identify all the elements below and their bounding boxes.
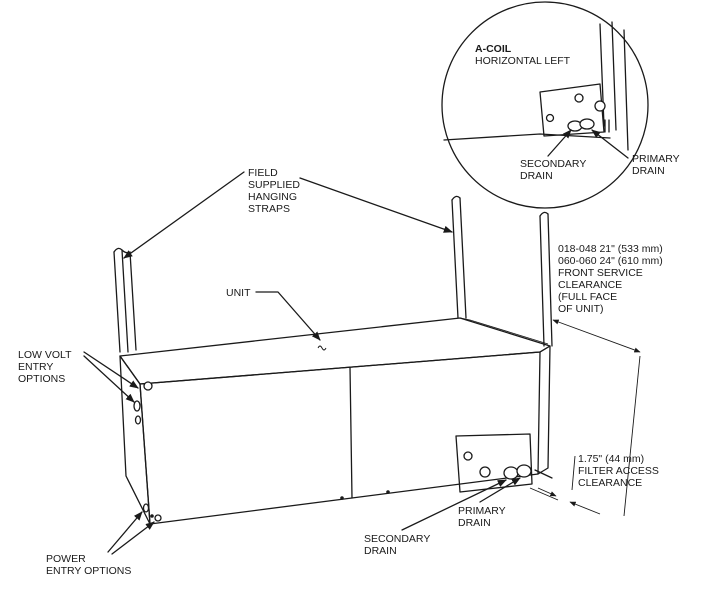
primary-drain-port [516, 464, 532, 478]
low-volt-label-2: ENTRY [18, 361, 53, 373]
middle-strap [451, 197, 467, 319]
hanging-straps [113, 195, 553, 353]
inset-primary-drain-port [579, 118, 595, 130]
a-coil-detail-inset: A-COIL HORIZONTAL LEFT SECONDARY DRAIN P… [441, 1, 680, 209]
straps-label-3: HANGING [248, 191, 297, 203]
screw-3 [150, 514, 154, 518]
inset-fitting-1 [574, 93, 584, 103]
unit-squiggle [317, 345, 327, 351]
filter-clearance-label-1: 1.75" (44 mm) [578, 453, 644, 465]
filter-dim-arrow-2 [569, 501, 601, 515]
front-clearance-label-2: 060-060 24" (610 mm) [558, 255, 663, 267]
filter-dim-arrow-1 [537, 487, 557, 497]
unit-right-end [537, 345, 551, 475]
filter-clearance-label-3: CLEARANCE [578, 477, 642, 489]
front-clearance-label-5: (FULL FACE [558, 291, 617, 303]
low-volt-entry-2 [134, 415, 142, 425]
unit-arrow [255, 291, 321, 341]
coil-fitting-1 [463, 451, 473, 461]
coil-fitting-2 [479, 466, 491, 478]
primary-drain-label-1: PRIMARY [458, 505, 506, 517]
low-volt-arrow-1 [83, 351, 139, 389]
low-volt-label-1: LOW VOLT [18, 349, 72, 361]
front-clearance-extension [623, 355, 641, 517]
inset-cabinet-edge [443, 133, 611, 141]
inset-coil-panel [539, 83, 605, 137]
inset-title: A-COIL [475, 43, 512, 55]
secondary-drain-label-2: DRAIN [364, 545, 397, 557]
filter-dim-left [529, 487, 559, 501]
unit-left-end [119, 355, 151, 525]
unit-base-rail [534, 469, 553, 479]
labels: FIELD SUPPLIED HANGING STRAPS UNIT LOW V… [18, 167, 663, 577]
power-arrow-2 [111, 521, 155, 555]
front-clearance-dimension [552, 319, 641, 353]
callouts [83, 171, 641, 555]
straps-label-2: SUPPLIED [248, 179, 300, 191]
power-arrow-1 [107, 511, 143, 553]
front-clearance-label-3: FRONT SERVICE [558, 267, 643, 279]
screw-2 [386, 490, 390, 494]
power-entry-1 [142, 503, 150, 513]
inset-circle [441, 1, 649, 209]
front-clearance-label-6: OF UNIT) [558, 303, 604, 315]
screw-1 [340, 496, 344, 500]
inset-secondary-drain-arrow [547, 129, 572, 157]
inset-primary-drain-arrow [591, 129, 629, 159]
low-volt-arrow-2 [83, 355, 135, 403]
straps-label-1: FIELD [248, 167, 278, 179]
inset-subtitle: HORIZONTAL LEFT [475, 55, 571, 67]
low-volt-knockout [143, 381, 153, 391]
filter-clearance-label-2: FILTER ACCESS [578, 465, 659, 477]
strap-arrow-right [299, 177, 453, 233]
air-handler-unit [119, 317, 553, 525]
primary-drain-label-2: DRAIN [458, 517, 491, 529]
inset-fitting-3 [545, 113, 555, 123]
inset-bracket [604, 119, 610, 133]
front-panel-split [349, 366, 353, 499]
straps-label-4: STRAPS [248, 203, 290, 215]
unit-top-rim [459, 317, 549, 345]
right-strap-top [539, 211, 549, 217]
filter-dim-leader [571, 455, 576, 491]
inset-secondary-drain-label-2: DRAIN [520, 170, 553, 182]
front-clearance-label-1: 018-048 21" (533 mm) [558, 243, 663, 255]
inset-fitting-2 [594, 100, 606, 112]
coil-panel [455, 433, 533, 493]
unit-front-face [139, 351, 541, 525]
secondary-drain-arrow [401, 479, 507, 531]
inset-primary-drain-label-1: PRIMARY [632, 153, 680, 165]
left-strap [113, 249, 137, 353]
low-volt-label-3: OPTIONS [18, 373, 65, 385]
unit-top-face [119, 317, 551, 385]
power-label-1: POWER [46, 553, 86, 565]
right-strap [539, 213, 553, 347]
secondary-drain-port [503, 466, 519, 480]
unit-label: UNIT [226, 287, 251, 299]
primary-drain-arrow [479, 477, 521, 503]
inset-primary-drain-label-2: DRAIN [632, 165, 665, 177]
secondary-drain-label-1: SECONDARY [364, 533, 430, 545]
low-volt-entry-1 [133, 400, 141, 412]
front-clearance-label-4: CLEARANCE [558, 279, 622, 291]
strap-arrow-left [123, 171, 245, 259]
power-entry-2 [154, 514, 162, 522]
inset-secondary-drain-label-1: SECONDARY [520, 158, 586, 170]
middle-strap-top [451, 195, 461, 201]
power-label-2: ENTRY OPTIONS [46, 565, 131, 577]
